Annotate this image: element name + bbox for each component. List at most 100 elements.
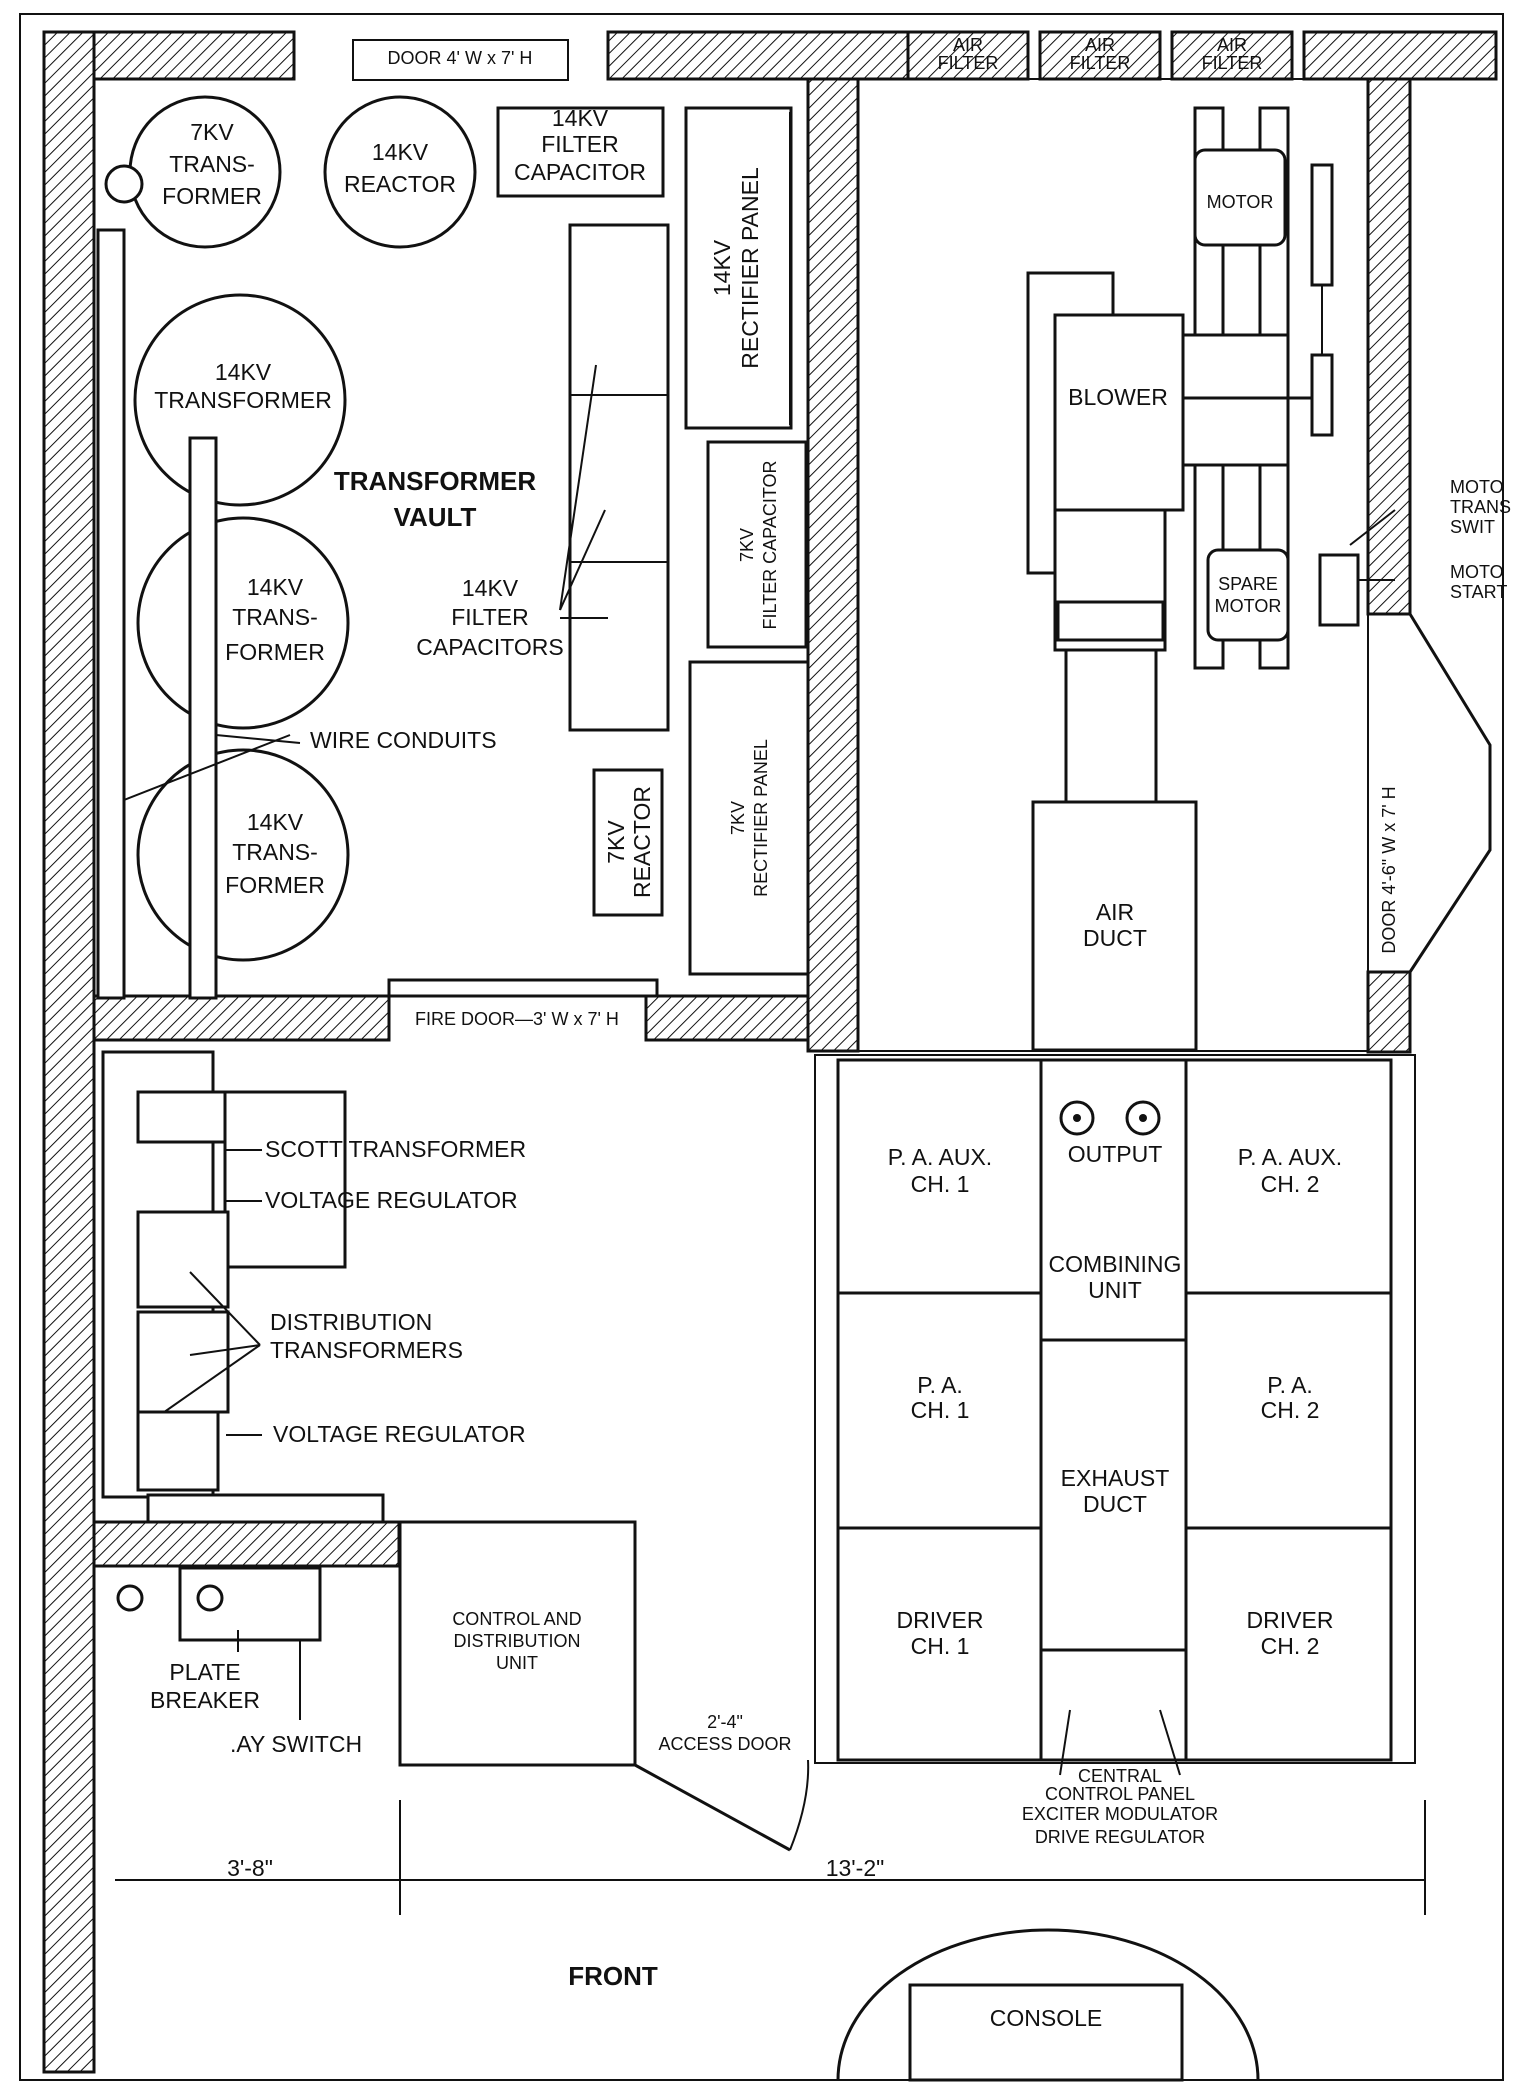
reactor-7kv-label: 7KVREACTOR [603, 786, 655, 898]
filter-capacitor-7kv [706, 440, 808, 649]
dim-right-label: 13'-2" [826, 1855, 885, 1881]
motor [1193, 148, 1287, 247]
control-distribution-unit [398, 1520, 637, 1767]
door-right-label: DOOR 4'-6" W x 7' H [1379, 786, 1399, 953]
distribution-transformer-1 [136, 1210, 230, 1309]
wall-blower-right [1366, 77, 1412, 616]
front-label: FRONT [568, 1961, 658, 1991]
wall-vault-right [806, 77, 860, 1053]
wall-top-mid [606, 30, 910, 81]
reactor-7kv [592, 768, 664, 917]
service-shelf [146, 1493, 385, 1524]
scott-transformer-label: SCOTT TRANSFORMER [265, 1136, 526, 1162]
wall-vault-bottom-right [644, 994, 810, 1042]
pulley-lower [1310, 353, 1334, 437]
wall-service-area [92, 1520, 401, 1568]
blower-label: BLOWER [1068, 384, 1168, 410]
filter-capacitors-14kv [568, 223, 670, 732]
breaker-knob-2 [196, 1584, 224, 1612]
output-label: OUTPUT [1068, 1141, 1163, 1167]
pa-ch2 [1184, 1291, 1393, 1530]
reactor-14kv [323, 95, 477, 249]
air-filter-2-wall [1038, 30, 1162, 81]
blower-shaft-housing [1181, 333, 1290, 467]
wall-left [42, 30, 96, 2074]
valve-icon [104, 164, 144, 204]
page-frame [19, 13, 1504, 2081]
air-duct [1031, 800, 1198, 1052]
fire-door [387, 978, 659, 998]
central-control-panel [1039, 1648, 1188, 1762]
voltage-regulator-2-label: VOLTAGE REGULATOR [273, 1421, 526, 1447]
access-door [634, 1763, 791, 1852]
transformer-14kv-top [133, 293, 347, 507]
rectifier-panel-14kv-label: 14KVRECTIFIER PANEL [709, 167, 763, 369]
air-filter-3-wall [1170, 30, 1294, 81]
pa-ch2-label: P. A.CH. 2 [1261, 1372, 1320, 1423]
filter-capacitor-14kv [496, 106, 665, 198]
console-arc [836, 1928, 1260, 2081]
wall-top-right [1302, 30, 1498, 81]
door-right [1408, 613, 1492, 973]
pulley-upper [1310, 163, 1334, 287]
breaker-knob-1 [116, 1584, 144, 1612]
pa-ch1 [836, 1291, 1043, 1530]
wire-conduits-label: WIRE CONDUITS [310, 727, 497, 753]
pa-ch1-label: P. A.CH. 1 [911, 1372, 970, 1423]
pa-aux-ch2-label: P. A. AUX.CH. 2 [1238, 1144, 1342, 1197]
fire-door-label: FIRE DOOR—3' W x 7' H [415, 1009, 619, 1029]
air-duct-neck [1064, 648, 1158, 804]
console-label: CONSOLE [990, 2005, 1102, 2031]
distribution-transformer-2 [136, 1310, 230, 1414]
voltage-regulator-2 [136, 1410, 220, 1492]
blower-fan [1053, 313, 1185, 512]
wall-blower-right-lower [1366, 970, 1412, 1054]
pa-aux-ch1 [836, 1058, 1043, 1295]
door-top [352, 39, 569, 81]
wall-vault-bottom-left [92, 994, 391, 1042]
voltage-regulator-1-label: VOLTAGE REGULATOR [265, 1187, 518, 1213]
driver-ch2 [1184, 1526, 1393, 1762]
wire-conduit-1 [96, 228, 126, 1000]
rectifier-panel-14kv [684, 106, 793, 430]
driver-ch1 [836, 1526, 1043, 1762]
pa-aux-ch1-label: P. A. AUX.CH. 1 [888, 1144, 992, 1197]
access-door-label: 2'-4"ACCESS DOOR [658, 1712, 791, 1754]
wire-conduit-2 [188, 436, 218, 1000]
pa-aux-ch2 [1184, 1058, 1393, 1295]
ay-switch-label: .AY SWITCH [230, 1731, 362, 1757]
console [908, 1983, 1184, 2082]
cabinet-frame [814, 1054, 1416, 1764]
motor-label: MOTOR [1207, 192, 1274, 212]
door-top-label: DOOR 4' W x 7' H [388, 48, 533, 68]
exhaust-duct [1039, 1338, 1188, 1652]
voltage-regulator-1 [223, 1090, 347, 1269]
blower-outlet [1056, 600, 1165, 642]
scott-transformer [136, 1090, 228, 1144]
dim-left-label: 3'-8" [227, 1855, 273, 1881]
spare-motor [1206, 548, 1290, 642]
rectifier-panel-7kv [688, 660, 810, 976]
